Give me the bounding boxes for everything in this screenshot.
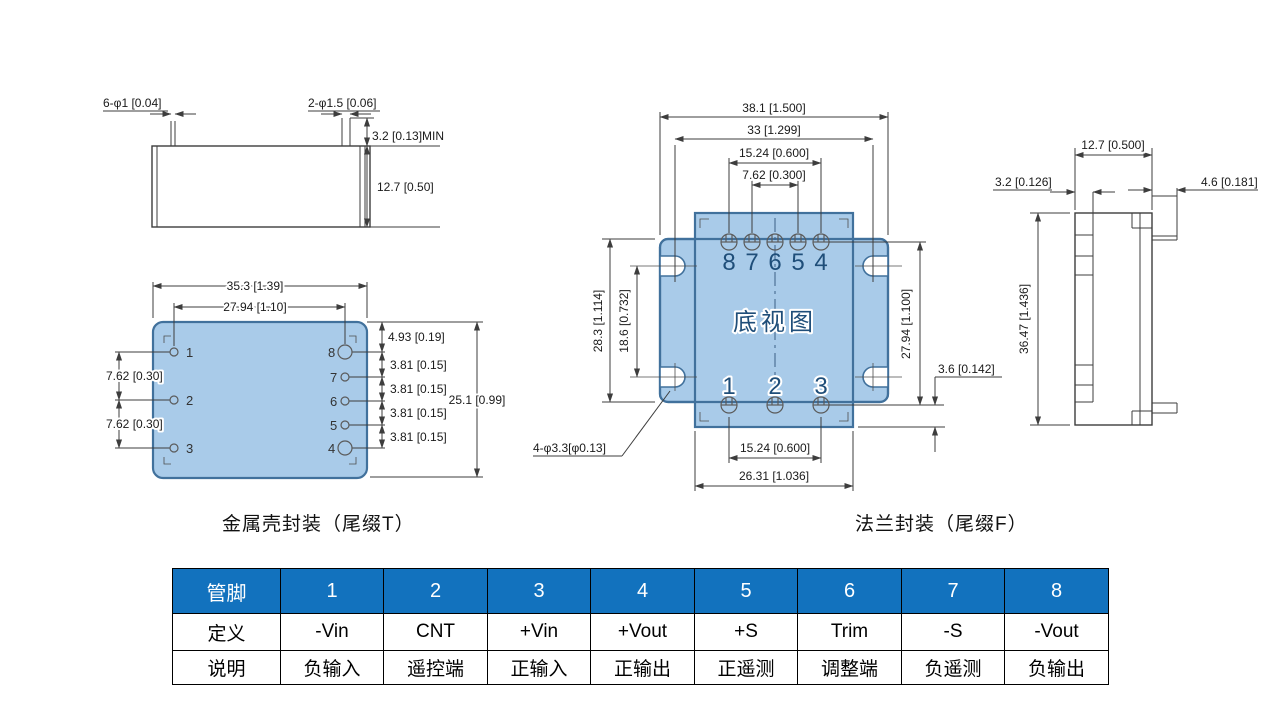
dim-right-pitch-4: 3.81 [0.15] [390, 430, 447, 444]
header-pin-8: 8 [1004, 568, 1109, 614]
flange-side-view: 12.7 [0.500] 3.2 [0.126] 4.6 [0.181] 36.… [993, 136, 1258, 426]
dim-body-width: 35.3 [1.39] [227, 279, 284, 293]
dim-pin-offset: 3.2 [0.126] [995, 175, 1052, 189]
dim-case-height-label: 12.7 [0.50] [377, 180, 434, 194]
desc-pin-4: 正输出 [590, 650, 695, 685]
pin-7-label: 7 [745, 249, 758, 276]
slot-diameter-note: 4-φ3.3[φ0.13] [533, 441, 606, 455]
def-pin-1: -Vin [280, 613, 384, 651]
dim-pin-span: 27.94 [1.10] [223, 300, 286, 314]
pin-1-label: 1 [722, 373, 735, 400]
metal-case-bottom-view: 1 2 3 7.62 [0.30] 7.62 [0.30] 8 7 6 5 4 [104, 277, 507, 480]
dim-pin-length-label: 3.2 [0.13]MIN [372, 129, 444, 143]
pin-5-label: 5 [330, 418, 337, 433]
metal-case-side-view: 6-φ1 [0.04] 2-φ1.5 [0.06] 3.2 [0.13]MIN … [103, 96, 444, 228]
desc-pin-2: 遥控端 [383, 650, 488, 685]
dim-body-width: 26.31 [1.036] [739, 469, 809, 483]
dim-pin-span-top: 15.24 [0.600] [739, 146, 809, 160]
case-pin-left [170, 121, 176, 146]
pin-2-label: 2 [768, 373, 781, 400]
pin-3-label: 3 [814, 373, 827, 400]
top-pin-symbols [720, 233, 830, 251]
corner-marks [699, 218, 849, 422]
def-pin-7: -S [901, 613, 1005, 651]
def-pin-3: +Vin [487, 613, 591, 651]
definition-row: 定义 -Vin CNT +Vin +Vout +S Trim -S -Vout [172, 613, 1109, 651]
dim-depth: 12.7 [0.500] [1081, 138, 1144, 152]
dim-body-height: 25.1 [0.99] [449, 393, 506, 407]
dim-pin-small-label: 6-φ1 [0.04] [103, 96, 161, 110]
dim-right-pitch-1: 3.81 [0.15] [390, 358, 447, 372]
desc-pin-6: 调整端 [797, 650, 902, 685]
pin-stack [1075, 192, 1094, 403]
dim-pin-edge: 3.6 [0.142] [938, 362, 995, 376]
def-pin-5: +S [694, 613, 798, 651]
dim-left-pitch-1: 7.62 [0.30] [106, 369, 163, 383]
left-pins [169, 347, 179, 453]
desc-pin-3: 正输入 [487, 650, 591, 685]
dim-pin-span-bottom: 15.24 [0.600] [740, 441, 810, 455]
flange-package-caption: 法兰封装（尾缀F） [855, 514, 1028, 535]
definition-row-label: 定义 [172, 613, 281, 651]
desc-pin-5: 正遥测 [694, 650, 798, 685]
def-pin-6: Trim [797, 613, 902, 651]
bottom-pin-symbols [720, 396, 830, 414]
dim-overall-width: 38.1 [1.500] [742, 101, 805, 115]
corner-marks [163, 335, 357, 465]
pin-7-label: 7 [330, 370, 337, 385]
right-pins [337, 344, 353, 456]
dim-left-pitch-2: 7.62 [0.30] [106, 417, 163, 431]
pin-6-label: 6 [768, 249, 781, 276]
desc-pin-7: 负遥测 [901, 650, 1005, 685]
dim-tab-length: 4.6 [0.181] [1201, 175, 1258, 189]
table-header-row: 管脚 1 2 3 4 5 6 7 8 [172, 568, 1109, 614]
desc-pin-1: 负输入 [280, 650, 384, 685]
pin-5-label: 5 [791, 249, 804, 276]
description-row-label: 说明 [172, 650, 281, 685]
dim-right-top: 4.93 [0.19] [388, 330, 445, 344]
corner-steps [1131, 213, 1152, 425]
description-row: 说明 负输入 遥控端 正输入 正输出 正遥测 调整端 负遥测 负输出 [172, 650, 1109, 685]
def-pin-8: -Vout [1004, 613, 1109, 651]
dim-right-pitch-2: 3.81 [0.15] [390, 382, 447, 396]
pin-4-label: 4 [814, 249, 827, 276]
header-pin-3: 3 [487, 568, 591, 614]
dim-flange-height: 28.3 [1.114] [591, 290, 605, 353]
case-wall-lines [156, 146, 366, 227]
pin-definition-table: 管脚 1 2 3 4 5 6 7 8 定义 -Vin CNT +Vin +Vou… [172, 568, 1109, 685]
header-corner-cell: 管脚 [172, 568, 281, 614]
pin-1-label: 1 [186, 345, 193, 360]
case-pin-right [341, 118, 351, 146]
pin-2-label: 2 [186, 393, 193, 408]
metal-package-caption: 金属壳封装（尾缀T） [222, 514, 415, 535]
def-pin-4: +Vout [590, 613, 695, 651]
dim-overall-height: 36.47 [1.436] [1017, 284, 1031, 354]
header-pin-4: 4 [590, 568, 695, 614]
header-pin-5: 5 [694, 568, 798, 614]
pin-4-label: 4 [328, 441, 335, 456]
left-pin-leaders [115, 351, 170, 449]
dim-pin-pitch: 7.62 [0.300] [742, 168, 805, 182]
dim-right-pitch-3: 3.81 [0.15] [390, 406, 447, 420]
header-pin-6: 6 [797, 568, 902, 614]
desc-pin-8: 负输出 [1004, 650, 1109, 685]
dim-pin-rows: 27.94 [1.100] [899, 289, 913, 359]
flange-tabs [1152, 195, 1178, 414]
dim-slot-span: 33 [1.299] [747, 123, 800, 137]
header-pin-2: 2 [383, 568, 488, 614]
pin-8-label: 8 [328, 345, 335, 360]
flange-bottom-view: 8 7 6 5 4 1 2 3 底视图 38.1 [1.500] 33 [1.2… [533, 99, 1002, 491]
header-pin-1: 1 [280, 568, 384, 614]
slot-center-marks [630, 265, 902, 391]
dim-pin-large-label: 2-φ1.5 [0.06] [308, 96, 377, 110]
bottom-view-label: 底视图 [733, 309, 817, 336]
pin-3-label: 3 [186, 441, 193, 456]
dim-slot-vspan: 18.6 [0.732] [617, 289, 631, 352]
def-pin-2: CNT [383, 613, 488, 651]
header-pin-7: 7 [901, 568, 1005, 614]
pin-6-label: 6 [330, 394, 337, 409]
pin-8-label: 8 [722, 249, 735, 276]
